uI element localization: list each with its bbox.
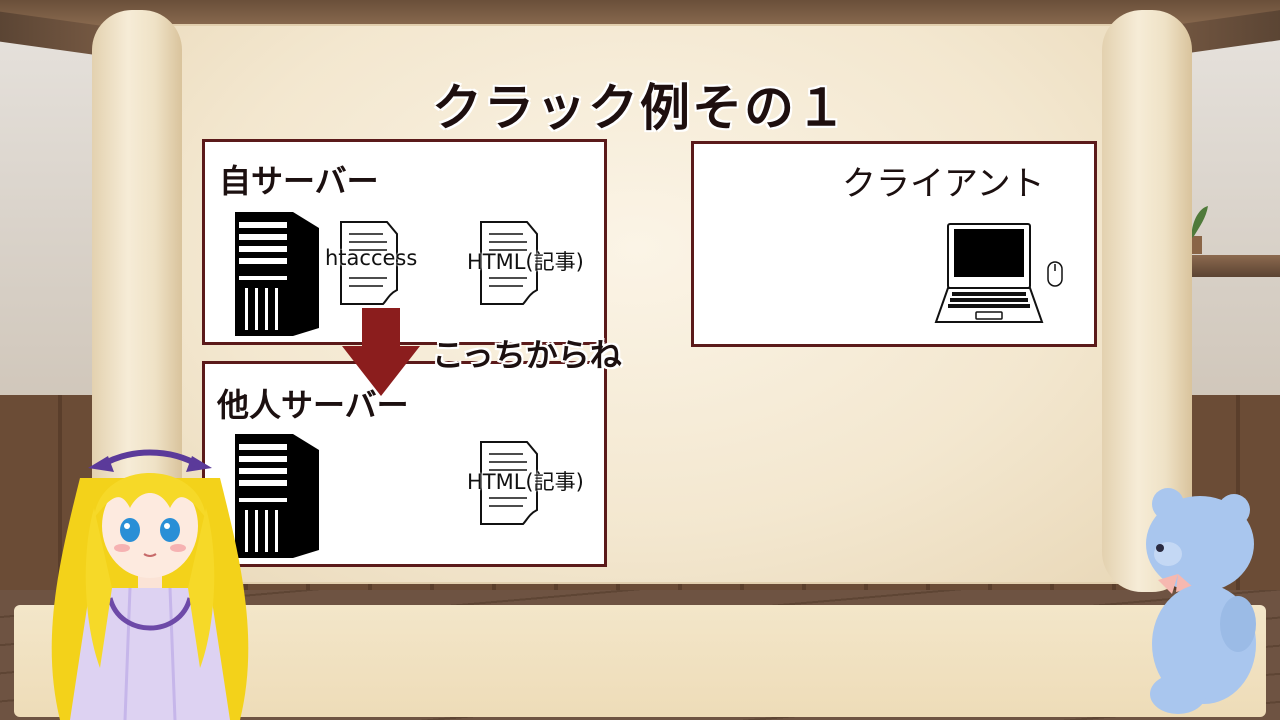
server-tower-icon <box>235 434 319 558</box>
document-icon <box>340 221 398 305</box>
server-tower-icon <box>235 212 319 336</box>
blue-teddy-bear <box>1146 488 1256 714</box>
arrow-note: こっちからね <box>432 336 622 374</box>
own-server-label: 自サーバー <box>219 162 379 200</box>
own-server-file-html: HTML(記事) <box>467 250 584 274</box>
document-icon <box>480 221 538 305</box>
down-arrow-icon <box>342 308 420 396</box>
laptop-icon <box>934 223 1044 323</box>
wall-shelf <box>1168 255 1280 277</box>
slide-title: クラック例その１ <box>432 79 848 137</box>
client-label: クライアント <box>842 164 1045 204</box>
blonde-girl-avatar <box>51 449 249 720</box>
client-box: クライアント <box>691 141 1097 347</box>
other-server-label: 他人サーバー <box>217 386 409 424</box>
ceiling-beam <box>0 0 1280 28</box>
mouse-icon <box>1047 261 1063 287</box>
other-server-file-html: HTML(記事) <box>467 470 584 494</box>
own-server-file-htaccess: htaccess <box>325 246 418 270</box>
other-server-box: 他人サーバー HTML(記事) <box>202 361 607 567</box>
own-server-box: 自サーバー htaccess HTML(記事) <box>202 139 607 345</box>
document-icon <box>480 441 538 525</box>
